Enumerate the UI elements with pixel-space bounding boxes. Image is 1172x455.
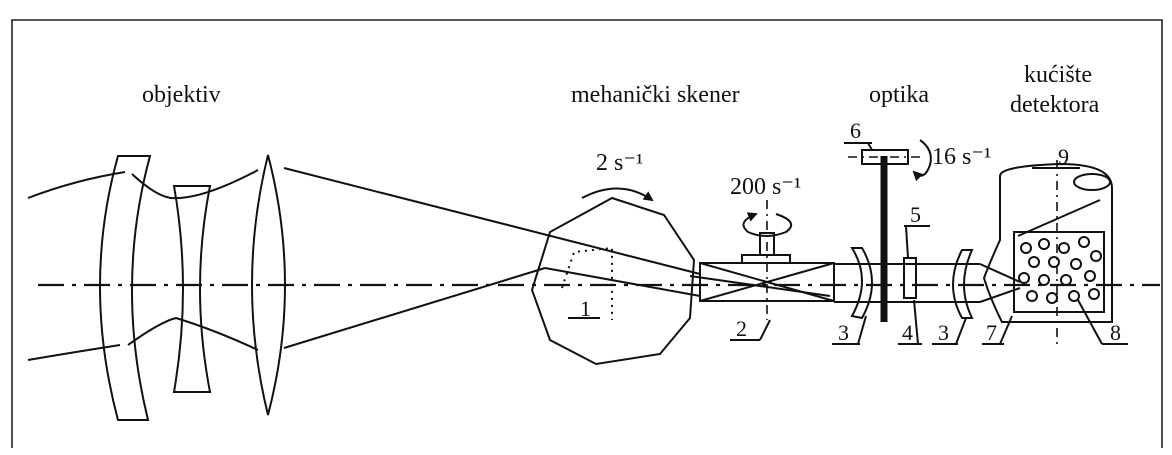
callout-8: 8 [1110,320,1121,345]
callout-3b: 3 [938,320,949,345]
mirror-base [741,254,791,264]
scanner-polygon [530,196,696,366]
incoming-beam-lower [27,344,121,361]
callout-2: 2 [736,316,747,341]
callout-5: 5 [910,202,921,227]
rate-scanner: 2 s⁻¹ [596,150,643,176]
label-housing-line1: kućište [1024,62,1092,88]
label-optics: optika [869,82,929,108]
mirror-shaft [759,232,775,256]
callout-leaders [568,142,1128,345]
mirror-diag-b [699,262,835,302]
converging-ray-mid [544,267,701,297]
callout-3a: 3 [838,320,849,345]
detector-window [1013,231,1105,313]
callout-1: 1 [580,296,591,321]
objective-lens-front [99,155,152,421]
converging-ray-upper [283,167,701,275]
rate-chopper: 16 s⁻¹ [932,144,991,170]
detector-elements [1018,236,1102,304]
detector-ray-upper [979,263,1021,283]
label-objective: objektiv [142,82,221,108]
filter-element [903,257,917,299]
housing-diag [1017,199,1101,237]
mirror-rotation-arrow [742,212,793,237]
label-housing-line2: detektora [1010,92,1100,118]
callout-4: 4 [902,320,913,345]
dewar-top [1073,173,1111,191]
scanner-rotation-arrow [581,187,654,202]
figure-frame [11,19,1163,448]
callout-6: 6 [850,118,861,143]
objective-lens-middle [172,185,212,393]
label-scanner: mehanički skener [571,82,740,108]
objective-lens-rear [251,154,286,416]
meniscus-lens-2 [952,249,974,319]
callout-7: 7 [986,320,997,345]
scanner-inner-dotted [561,246,613,320]
inner-beam-upper [131,169,259,200]
chopper-rotation-arrow [912,139,932,182]
callout-9: 9 [1058,144,1069,169]
rate-mirror: 200 s⁻¹ [730,174,801,200]
meniscus-lens-1 [850,247,873,320]
converging-ray-lower [283,267,546,349]
inner-beam-lower [127,316,259,351]
detector-ray-lower [979,287,1021,303]
incoming-beam-upper [27,171,126,199]
